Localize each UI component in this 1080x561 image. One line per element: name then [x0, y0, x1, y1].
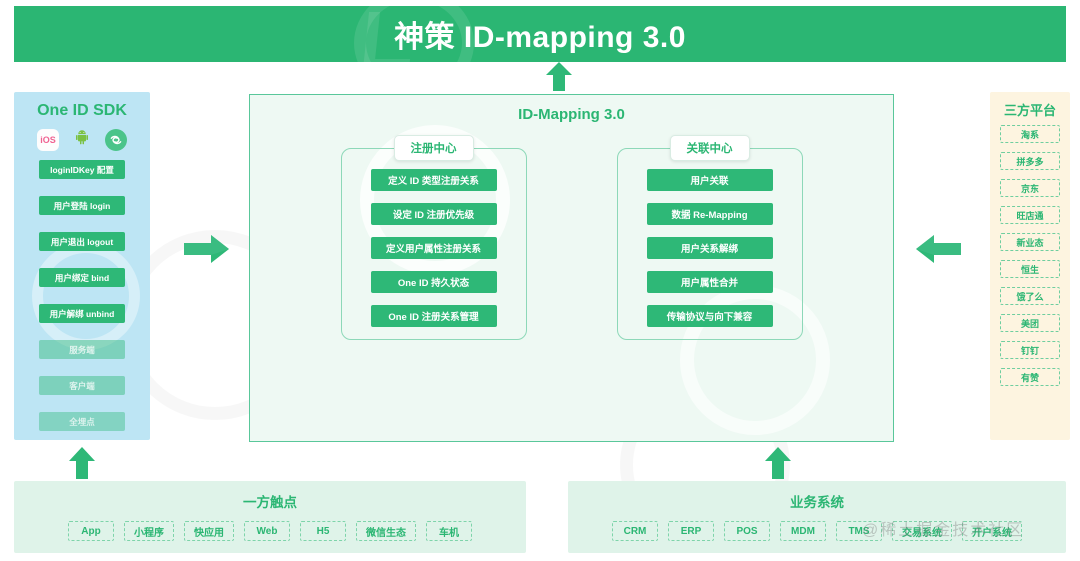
touchpoint-chip[interactable]: 快应用 — [184, 521, 234, 541]
business-system-chip[interactable]: 开户系统 — [962, 521, 1022, 541]
sdk-item[interactable]: 用户解绑 unbind — [39, 304, 125, 323]
touchpoint-chip[interactable]: Web — [244, 521, 290, 541]
ios-icon: iOS — [37, 129, 59, 151]
third-party-list: 淘系 拼多多 京东 旺店通 新业态 恒生 饿了么 美团 钉钉 有赞 — [990, 125, 1070, 386]
sdk-item-list: loginIDKey 配置 用户登陆 login 用户退出 logout 用户绑… — [14, 160, 150, 431]
third-party-item[interactable]: 有赞 — [1000, 368, 1060, 386]
group-association-center: 关联中心 用户关联 数据 Re-Mapping 用户关系解绑 用户属性合并 传输… — [616, 135, 803, 340]
arrow-left-thirdparty-to-core — [915, 234, 961, 264]
third-party-item[interactable]: 淘系 — [1000, 125, 1060, 143]
sdk-platform-icons: iOS — [14, 129, 150, 151]
wechat-miniprogram-icon — [105, 129, 127, 151]
core-item[interactable]: 设定 ID 注册优先级 — [370, 203, 497, 225]
business-system-chip[interactable]: 交易系统 — [892, 521, 952, 541]
touchpoint-chip[interactable]: H5 — [300, 521, 346, 541]
business-system-chip[interactable]: ERP — [668, 521, 714, 541]
core-item[interactable]: 定义 ID 类型注册关系 — [370, 169, 497, 191]
arrow-up-to-header — [543, 60, 575, 92]
core-item[interactable]: 用户属性合并 — [646, 271, 773, 293]
sdk-item[interactable]: 客户端 — [39, 376, 125, 395]
core-item[interactable]: 定义用户属性注册关系 — [370, 237, 497, 259]
core-item[interactable]: 用户关系解绑 — [646, 237, 773, 259]
group-registration-center: 注册中心 定义 ID 类型注册关系 设定 ID 注册优先级 定义用户属性注册关系… — [340, 135, 527, 340]
business-systems-panel: 业务系统 CRM ERP POS MDM TMS 交易系统 开户系统 — [568, 481, 1066, 553]
third-party-platform-panel: 三方平台 淘系 拼多多 京东 旺店通 新业态 恒生 饿了么 美团 钉钉 有赞 — [990, 92, 1070, 440]
sdk-item[interactable]: 全埋点 — [39, 412, 125, 431]
site-watermark: @稀土掘金技术社区 — [862, 522, 1025, 539]
business-system-chip[interactable]: TMS — [836, 521, 882, 541]
core-groups: 注册中心 定义 ID 类型注册关系 设定 ID 注册优先级 定义用户属性注册关系… — [250, 135, 893, 340]
ios-icon-label: iOS — [40, 135, 56, 145]
business-systems-chip-list: CRM ERP POS MDM TMS 交易系统 开户系统 — [568, 521, 1066, 541]
third-party-item[interactable]: 新业态 — [1000, 233, 1060, 251]
third-party-item[interactable]: 旺店通 — [1000, 206, 1060, 224]
core-item[interactable]: 数据 Re-Mapping — [646, 203, 773, 225]
third-party-title: 三方平台 — [1003, 103, 1056, 118]
third-party-item[interactable]: 京东 — [1000, 179, 1060, 197]
group-body: 用户关联 数据 Re-Mapping 用户关系解绑 用户属性合并 传输协议与向下… — [616, 148, 803, 340]
sdk-item[interactable]: 用户退出 logout — [39, 232, 125, 251]
page-header: 神策 ID-mapping 3.0 — [14, 6, 1066, 62]
android-icon — [71, 129, 93, 151]
first-party-touchpoints-panel: 一方触点 App 小程序 快应用 Web H5 微信生态 车机 — [14, 481, 526, 553]
arrow-up-business-to-core — [763, 446, 793, 480]
touchpoints-chip-list: App 小程序 快应用 Web H5 微信生态 车机 — [14, 521, 526, 541]
one-id-sdk-panel: One ID SDK iOS — [14, 92, 150, 440]
sdk-item[interactable]: 用户登陆 login — [39, 196, 125, 215]
sdk-item[interactable]: 用户绑定 bind — [39, 268, 125, 287]
arrow-up-touchpoints-to-sdk — [67, 446, 97, 480]
id-mapping-core-panel: ID-Mapping 3.0 注册中心 定义 ID 类型注册关系 设定 ID 注… — [249, 94, 894, 442]
touchpoint-chip[interactable]: 微信生态 — [356, 521, 416, 541]
sdk-panel-title: One ID SDK — [37, 102, 127, 119]
business-systems-title: 业务系统 — [790, 495, 844, 510]
third-party-item[interactable]: 拼多多 — [1000, 152, 1060, 170]
touchpoint-chip[interactable]: 车机 — [426, 521, 472, 541]
group-body: 定义 ID 类型注册关系 设定 ID 注册优先级 定义用户属性注册关系 One … — [340, 148, 527, 340]
sdk-item[interactable]: 服务端 — [39, 340, 125, 359]
group-label: 关联中心 — [669, 135, 750, 161]
touchpoint-chip[interactable]: App — [68, 521, 114, 541]
core-item[interactable]: 用户关联 — [646, 169, 773, 191]
arrow-right-sdk-to-core — [184, 234, 230, 264]
third-party-item[interactable]: 饿了么 — [1000, 287, 1060, 305]
core-item[interactable]: One ID 注册关系管理 — [370, 305, 497, 327]
third-party-item[interactable]: 恒生 — [1000, 260, 1060, 278]
page-title: 神策 ID-mapping 3.0 — [394, 21, 686, 54]
core-item[interactable]: One ID 持久状态 — [370, 271, 497, 293]
core-panel-title: ID-Mapping 3.0 — [518, 106, 625, 123]
touchpoints-title: 一方触点 — [243, 495, 297, 510]
third-party-item[interactable]: 钉钉 — [1000, 341, 1060, 359]
business-system-chip[interactable]: MDM — [780, 521, 826, 541]
core-item[interactable]: 传输协议与向下兼容 — [646, 305, 773, 327]
sdk-item[interactable]: loginIDKey 配置 — [39, 160, 125, 179]
group-label: 注册中心 — [393, 135, 474, 161]
business-system-chip[interactable]: CRM — [612, 521, 658, 541]
business-system-chip[interactable]: POS — [724, 521, 770, 541]
touchpoint-chip[interactable]: 小程序 — [124, 521, 174, 541]
third-party-item[interactable]: 美团 — [1000, 314, 1060, 332]
